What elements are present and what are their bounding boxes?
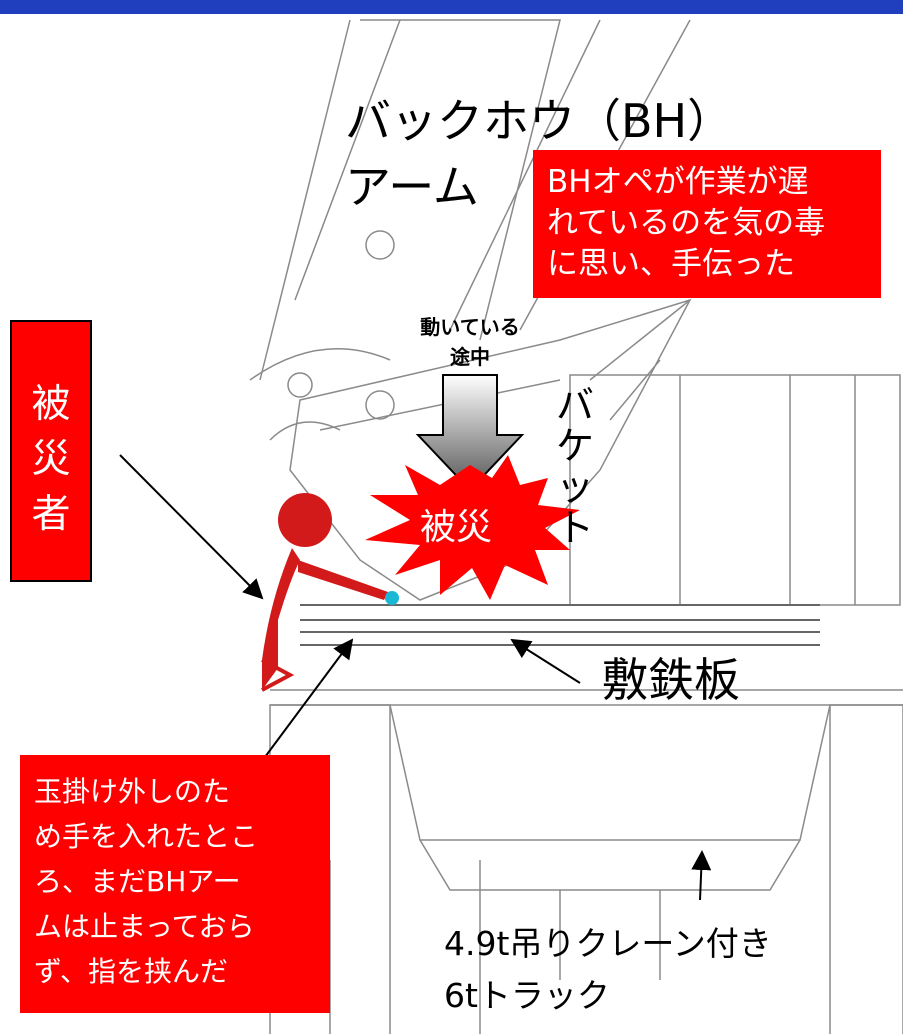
pointer-arrows [119,454,712,901]
victim-box: 被 災 者 [10,320,92,582]
down-arrow-icon [415,374,525,492]
arm-title-label: バックホウ（BH） アーム [345,94,734,214]
impact-label: 被災 [420,507,493,548]
operator-note-box: BHオペが作業が遅 れているのを気の毒 に思い、手伝った [533,150,881,298]
moving-label: 動いている 途中 [420,315,520,369]
person-figure-icon [261,493,399,692]
steel-plate-lines [300,604,820,646]
header-bar [0,0,903,14]
bucket-label: バ ケ ッ ト [556,383,595,550]
hand-note-box: 玉掛け外しのた め手を入れたとこ ろ、まだBHアー ムは止まっておら ず、指を挟… [20,755,330,1013]
truck-label: 4.9t吊りクレーン付き 6tトラック [444,924,772,1015]
steel-plate-label: 敷鉄板 [602,653,740,707]
explosion-icon [365,455,580,600]
